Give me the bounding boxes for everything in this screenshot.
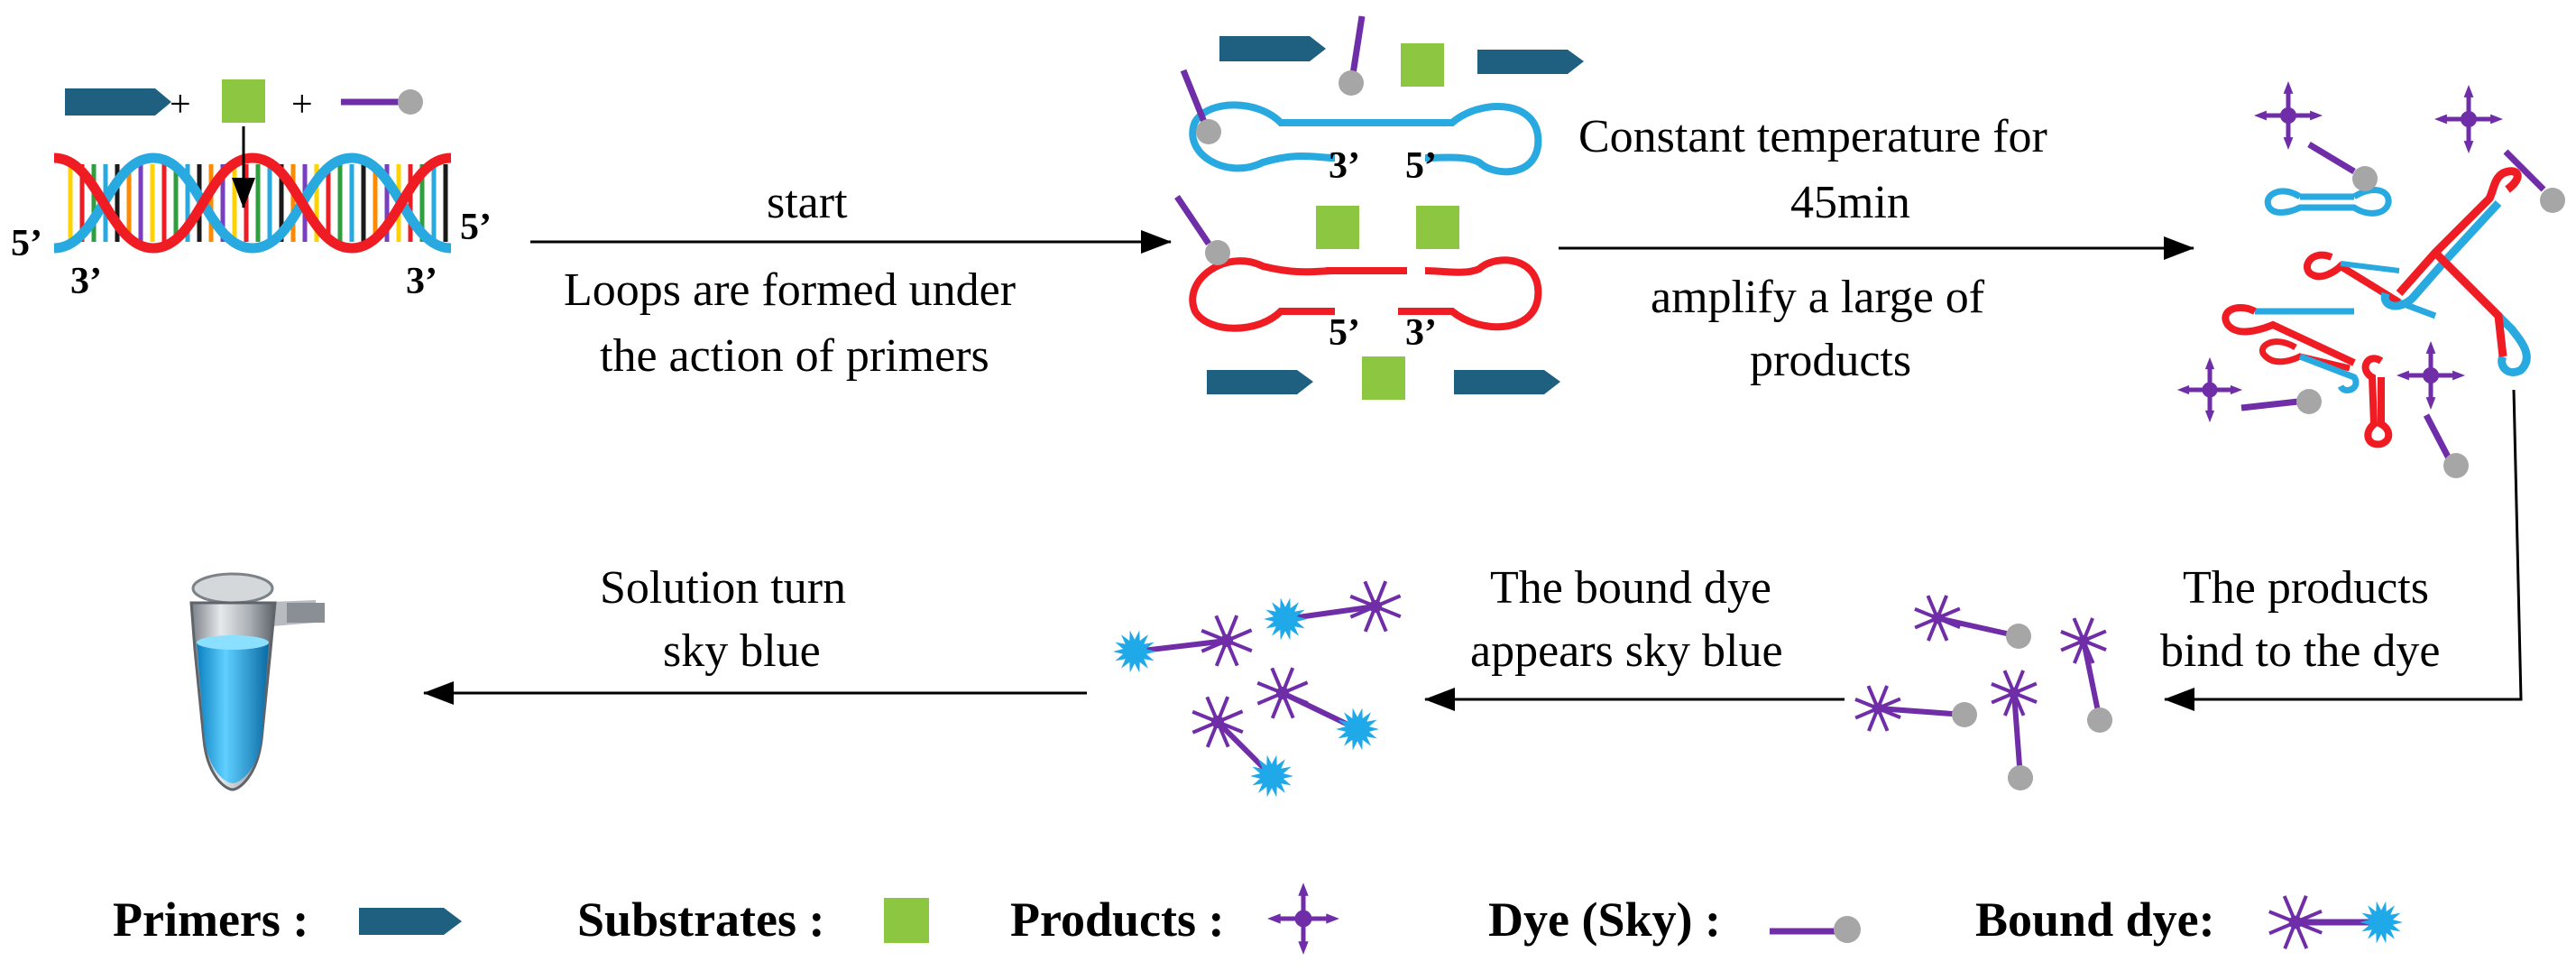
bound-product-star-icon (1854, 685, 1901, 732)
primer-icon (1207, 370, 1313, 394)
loop-label-5prime: 5’ (1405, 145, 1437, 187)
primer-icon (1477, 50, 1584, 74)
primer-icon (1454, 370, 1560, 394)
dye-icon (2240, 389, 2322, 414)
bound-product-star-icon (1914, 595, 1961, 642)
step-amplify-line3: amplify a large of (1651, 272, 1985, 323)
dye-icon (2423, 413, 2469, 478)
sky-blue-burst-icon (1113, 630, 1156, 673)
product-stars (2176, 81, 2503, 423)
strand-label-3prime: 3’ (406, 261, 437, 302)
bound-dye-icon (1191, 696, 1293, 798)
step-bind-line1: The products (2183, 562, 2429, 614)
bound-dye-icon (2268, 895, 2403, 949)
substrate-icon (1416, 206, 1459, 249)
products-binding-dye (1854, 595, 2112, 790)
primer-icon (65, 88, 171, 116)
legend-primers-label: Primers : (113, 892, 309, 947)
legend-substrate-icon (884, 898, 929, 943)
step-start-line3: the action of primers (600, 330, 989, 382)
step-solution-line2: sky blue (663, 625, 821, 677)
arrow-bind (2164, 389, 2523, 711)
bound-product-star-icon (1201, 615, 1253, 667)
legend-products-label: Products : (1010, 892, 1225, 947)
legend-substrates-label: Substrates : (577, 892, 825, 947)
plus-sign: + (170, 84, 191, 125)
dna-double-helix (53, 153, 452, 254)
substrate-icon (1362, 356, 1405, 400)
product-star-icon (2434, 85, 2503, 153)
bound-dye-icon (1113, 615, 1253, 673)
amplified-products (2222, 167, 2531, 448)
loop-label-3prime: 3’ (1405, 312, 1437, 354)
primer-icon (1219, 36, 1326, 61)
step-bind-line2: bind to the dye (2160, 625, 2441, 677)
strand-label-5prime: 5’ (460, 207, 492, 248)
legend-primer-icon (359, 908, 462, 935)
sky-blue-burst-icon (2360, 901, 2403, 944)
step-amplify-line2: 45min (1790, 177, 1910, 228)
substrate-icon (222, 79, 265, 123)
product-star-icon (2254, 81, 2323, 150)
dye-icon (1174, 195, 1230, 265)
legend-dye-label: Dye (Sky) : (1488, 892, 1721, 947)
bound-product-star-icon (1191, 696, 1244, 748)
step-start-line2: Loops are formed under (564, 264, 1017, 316)
binding-dye-icon (1991, 670, 2038, 790)
plus-sign: + (291, 84, 313, 125)
product-star-icon (2176, 356, 2243, 423)
bound-product-star-icon (2268, 895, 2323, 949)
strand-label-5prime: 5’ (11, 223, 42, 264)
strand-label-3prime: 3’ (70, 261, 102, 302)
step-amplify-line1: Constant temperature for (1578, 111, 2047, 162)
dna-strand-blue (53, 153, 452, 254)
step-solution-line1: Solution turn (600, 562, 847, 614)
legend-product-icon (1267, 883, 1339, 955)
step-appear-line2: appears sky blue (1470, 625, 1783, 677)
product-star-icon (2397, 341, 2465, 410)
bound-product-star-icon (1256, 667, 1309, 719)
binding-dye-icon (1914, 595, 2031, 649)
sky-blue-burst-icon (1264, 597, 1307, 641)
product-star-icon (1267, 883, 1339, 955)
dye-icon (1180, 69, 1221, 144)
loop-label-5prime: 5’ (1329, 312, 1360, 354)
bound-dye-cluster (1113, 580, 1402, 798)
bound-product-star-icon (2060, 617, 2107, 664)
bound-product-star-icon (1349, 580, 1402, 633)
legend-bound-dye-label: Bound dye: (1975, 892, 2215, 947)
loop-label-3prime: 3’ (1329, 145, 1360, 187)
step-amplify-line4: products (1750, 335, 1912, 386)
legend-bound-dye-icon (2268, 895, 2403, 949)
bound-dye-icon (1264, 580, 1402, 641)
dna-strand-red (53, 153, 452, 254)
bound-product-star-icon (1991, 670, 2038, 717)
bound-dye-icon (1256, 667, 1379, 751)
substrate-icon (1316, 206, 1359, 249)
binding-dye-icon (2060, 617, 2112, 733)
substrate-icon (1401, 43, 1444, 87)
sky-blue-burst-icon (1250, 754, 1293, 798)
sky-blue-burst-icon (1336, 707, 1379, 751)
dye-icon (1339, 15, 1366, 96)
dye-icon (2503, 149, 2565, 213)
step-start-title: start (767, 177, 848, 228)
dye-icon (341, 89, 423, 115)
binding-dye-icon (1854, 685, 1977, 732)
legend-dye-icon (1770, 916, 1861, 943)
test-tube-icon (189, 572, 325, 791)
step-appear-line1: The bound dye (1490, 562, 1771, 614)
dye-icon (2307, 141, 2378, 191)
loop-structures (1189, 101, 1542, 332)
